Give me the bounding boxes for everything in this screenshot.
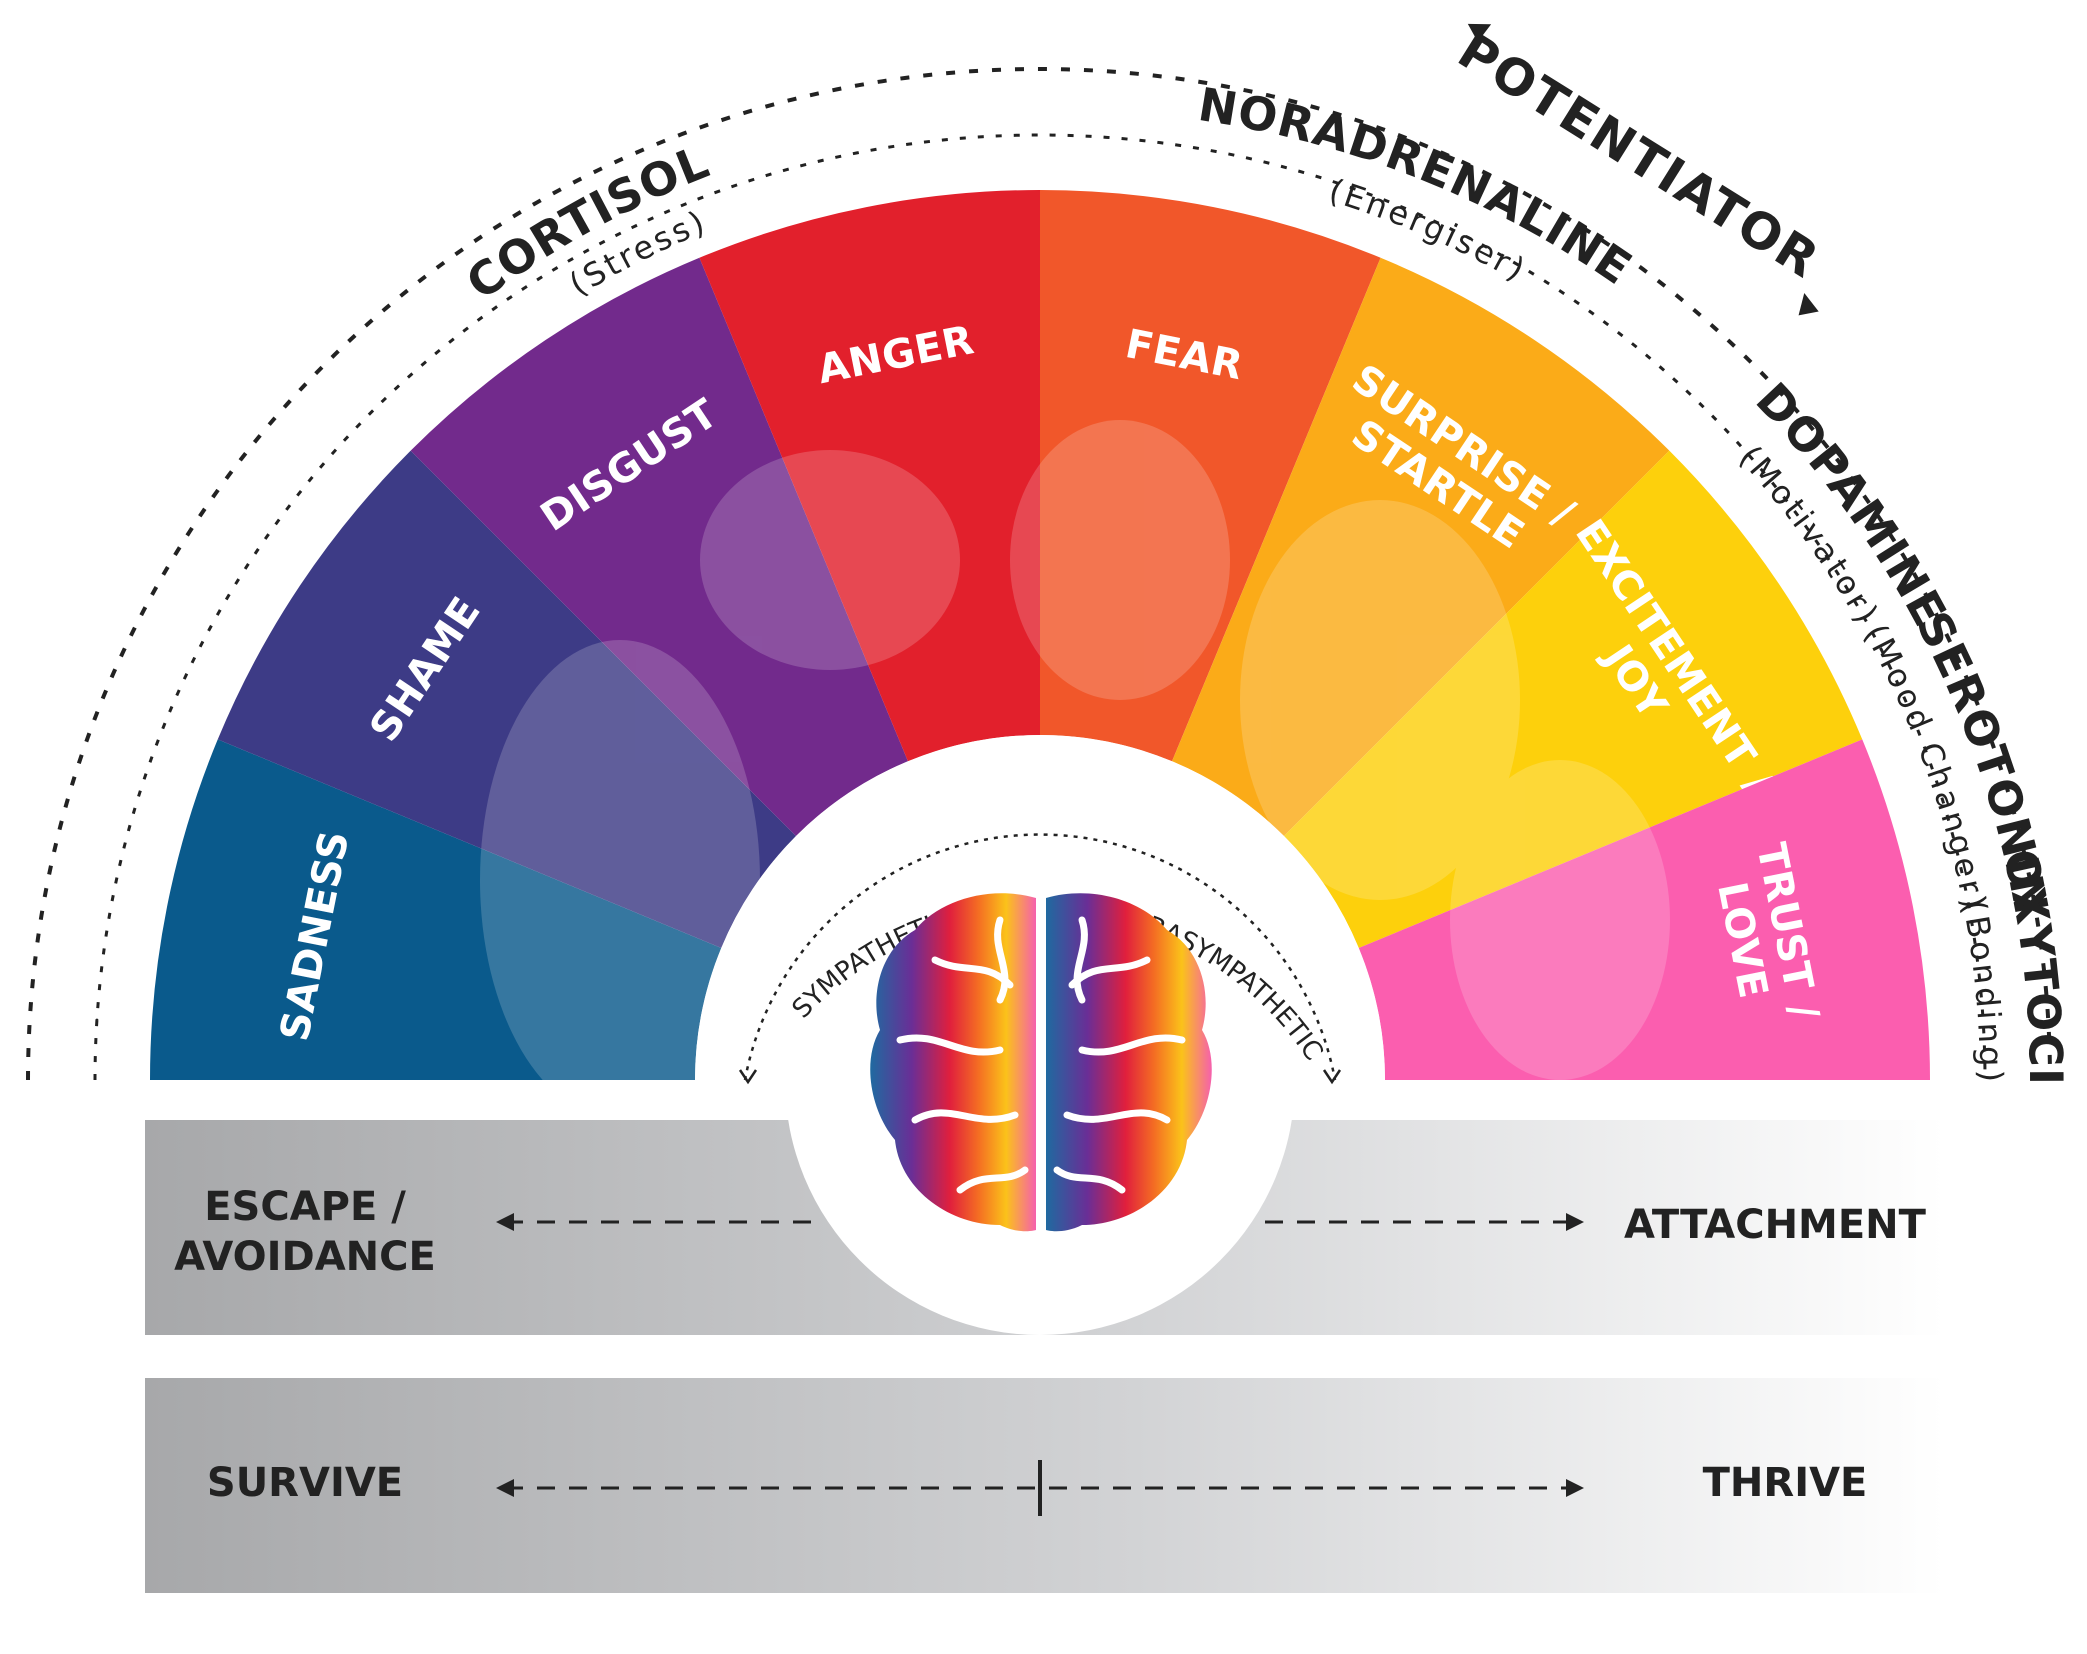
arrow-right-icon — [1798, 293, 1819, 316]
brain-icon — [870, 893, 1212, 1232]
attachment-label: ATTACHMENT — [1624, 1202, 1927, 1248]
avoidance-label: AVOIDANCE — [174, 1234, 436, 1280]
emotion-wedge-5 — [1172, 257, 1670, 837]
survive-label: SURVIVE — [207, 1460, 403, 1506]
emotion-wedge-6 — [1283, 450, 1863, 948]
survive-thrive-band — [145, 1378, 1945, 1593]
escape-label: ESCAPE / — [204, 1184, 406, 1230]
brain-watermark — [480, 420, 1670, 1120]
hormone-arc-outer — [26, 67, 2052, 1081]
emotion-wedge-7 — [1358, 739, 1930, 1080]
brain-circle — [785, 825, 1295, 1335]
nervous-arc — [743, 833, 1337, 1081]
oxytocin-sub: (Bonding) — [1955, 897, 2010, 1085]
emotion-wedge-2 — [410, 257, 908, 837]
thrive-label: THRIVE — [1703, 1460, 1868, 1506]
arrow-left-icon — [1467, 23, 1492, 42]
emotion-wedge-0 — [150, 739, 722, 1080]
emotion-wedge-3 — [699, 190, 1040, 762]
emotion-wedge-1 — [217, 450, 797, 948]
parasympathetic-arrow-icon — [1322, 1069, 1342, 1085]
sympathetic-arrow-icon — [738, 1069, 758, 1085]
emotion-wedge-4 — [1040, 190, 1381, 762]
